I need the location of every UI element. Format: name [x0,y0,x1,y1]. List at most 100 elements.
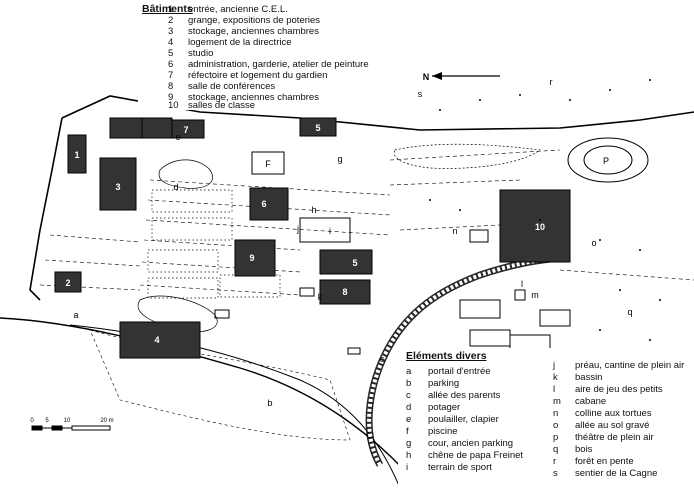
legend-text: terrain de sport [428,462,492,473]
legend-letter: a [406,366,412,377]
legend-letter: c [406,390,411,401]
buildings-legend-title: Bâtiments [142,3,193,15]
bassin-k [299,287,315,297]
map-letter-n: n [452,226,457,236]
legend-text: bassin [575,372,603,383]
legend-text: théâtre de plein air [575,432,654,443]
legend-num: 8 [168,81,174,92]
legend-letter: m [553,396,561,407]
potager-plots [147,189,281,299]
map-building-label: 7 [183,125,188,135]
legend-text: cour, ancien parking [428,438,514,449]
map-building-label: 5 [352,258,357,268]
map-building-label: 9 [249,253,254,263]
scale-tick: 10 [64,418,71,424]
north-arrow [432,72,500,80]
building-3 [99,157,137,211]
legend-num: 1 [168,4,174,15]
legend-letter: p [553,432,559,443]
legend-letter: b [406,378,412,389]
building-9 [234,239,276,277]
legend-text: cabane [575,396,607,407]
map-building-label: 2 [65,278,70,288]
map-building-label: 4 [154,335,159,345]
building-7 [141,117,173,139]
legend-text: stockage, anciennes chambres [188,26,319,37]
legend-letter: i [406,462,409,473]
legend-num: 5 [168,48,174,59]
map-letter-g: g [337,154,342,164]
cabane-m [514,289,526,301]
preau-j [299,217,351,243]
scale-bar [31,425,111,431]
legend-text: studio [188,48,214,59]
legend-letter: s [553,468,558,479]
map-letter-p: P [603,156,609,166]
legend-letter: f [406,426,409,437]
legend-num: 10 [168,100,179,111]
legend-text: allée des parents [428,390,501,401]
legend-letter: h [406,450,412,461]
map-building-label: 8 [342,287,347,297]
open-air-theatre [567,137,649,183]
building-4 [119,321,201,359]
legend-letter: d [406,402,412,413]
property-boundary [61,95,694,131]
south-road [0,317,421,488]
scale-tick: 5 [45,418,49,424]
building-7b [171,119,205,139]
map-letter-h: h [311,205,316,215]
legend-text: préau, cantine de plein air [575,360,685,371]
map-letter-d: d [173,182,178,192]
legend-text: poulailler, clapier [428,414,499,425]
map-letter-i: i [329,226,331,236]
map-building-label: 10 [535,222,545,232]
legend-num: 6 [168,59,174,70]
legend-text: salles de classe [188,100,256,111]
building-4-top [109,117,143,139]
legend-text: stockage, anciennes chambres [188,92,319,103]
legend-num: 2 [168,15,174,26]
parking-area [89,329,351,441]
vegetation [137,143,541,333]
north-label: N [423,72,430,82]
legend-text: chêne de papa Freinet [428,450,524,461]
west-boundary [29,117,63,301]
legend-text: sentier de la Cagne [575,468,658,479]
building-5-top [299,117,337,137]
legend-text: forêt en pente [575,456,634,467]
map-letter-r: r [550,77,553,87]
map-letter-j: j [296,224,299,234]
map-letter-f: F [265,159,271,169]
legend-letter: r [553,456,557,467]
piscine [251,151,285,175]
map-building-label: 5 [315,123,320,133]
map-building-label: 1 [74,150,79,160]
legend-letter: g [406,438,412,449]
legend-text: réfectoire et logement du gardien [188,70,328,81]
legend-text: potager [428,402,461,413]
building-8 [319,279,371,305]
legend-text: logement de la directrice [188,37,292,48]
building-2 [54,271,82,293]
map-letter-b: b [267,398,272,408]
legend-text: entrée, ancienne C.E.L. [188,4,288,15]
legend-num: 7 [168,70,174,81]
building-5b [319,249,373,275]
forest-texture [429,79,661,341]
legend-letter: l [553,384,556,395]
legend-letter: n [553,408,559,419]
parents-path-inner [367,256,561,466]
legend-num: 9 [168,92,174,103]
legend-text: bois [575,444,593,455]
legend-text: aire de jeu des petits [575,384,663,395]
map-building-label: 3 [115,182,120,192]
legend-text: administration, garderie, atelier de pei… [188,59,369,70]
map-letter-e: e [175,132,180,142]
map-letter-m: m [531,290,539,300]
legend-text: salle de conférences [188,81,276,92]
legend-text: allée au sol gravé [575,420,650,431]
